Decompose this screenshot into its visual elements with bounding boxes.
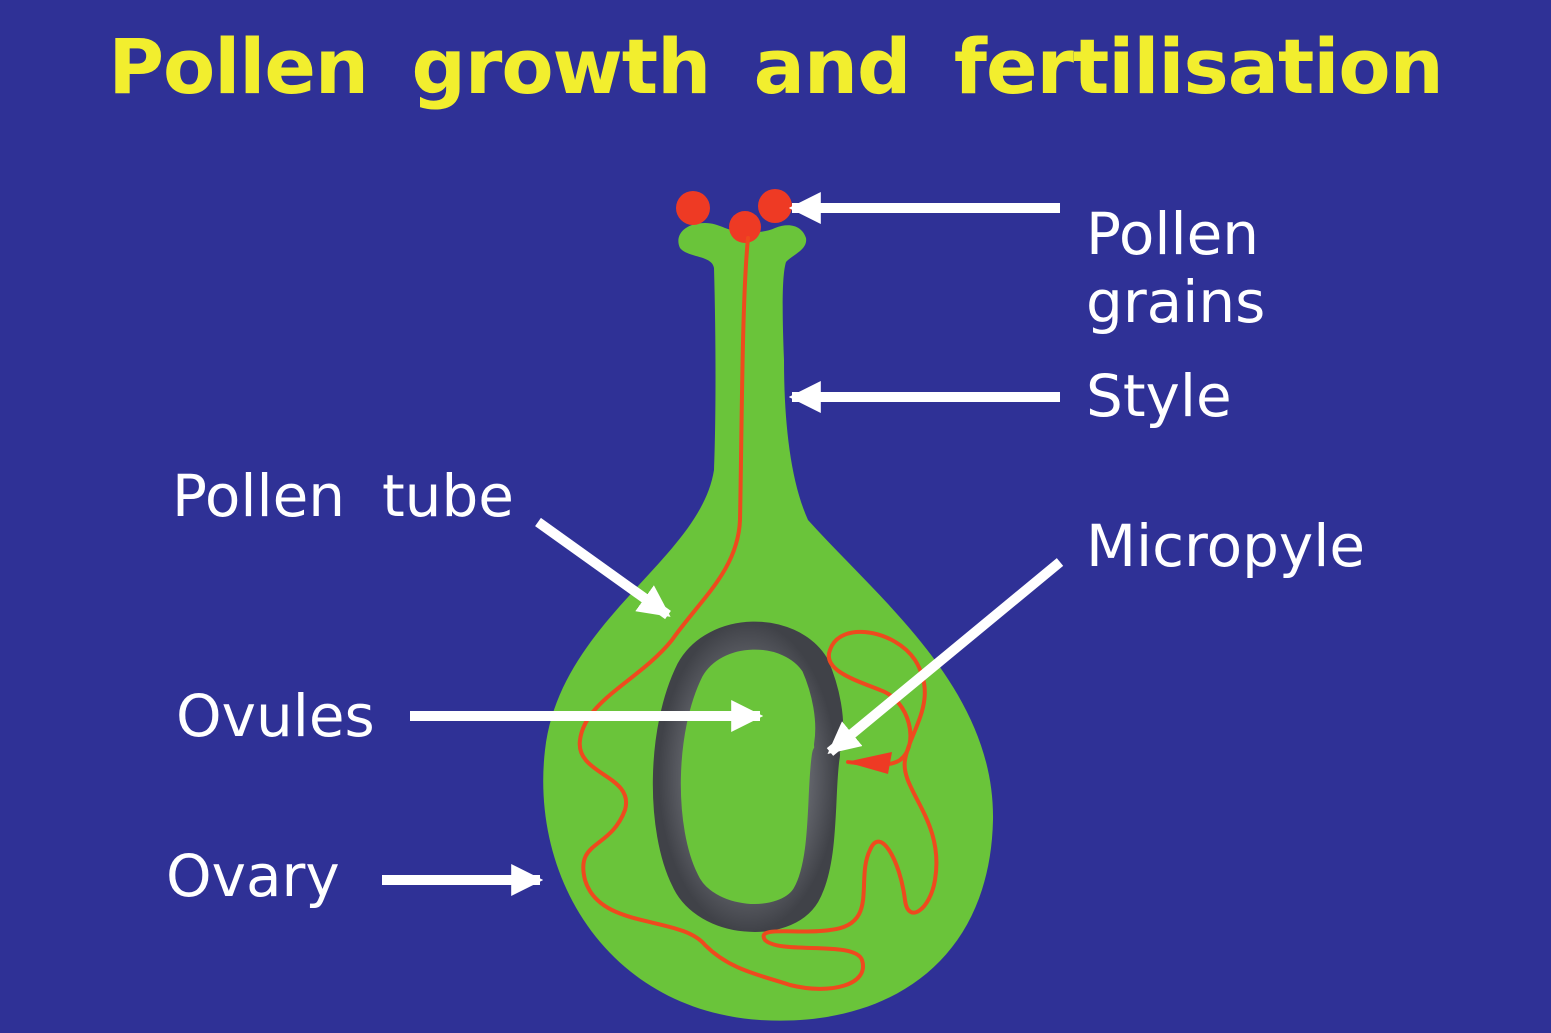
- ovule-shape: [652, 621, 844, 932]
- pollen-tube-tip-arrow: [846, 752, 892, 774]
- label-micropyle: Micropyle: [1086, 512, 1366, 580]
- pollen-tube-arrow: [535, 517, 671, 620]
- label-pollen-grains-line1: Pollen: [1086, 200, 1260, 268]
- pollen-grain-3: [758, 189, 792, 223]
- pollen-grain-2: [729, 211, 761, 243]
- label-style: Style: [1086, 362, 1232, 430]
- diagram-title: Pollen growth and fertilisation: [108, 22, 1443, 111]
- label-ovary: Ovary: [166, 842, 340, 910]
- label-ovules: Ovules: [176, 682, 375, 750]
- label-pollen-tube: Pollen tube: [172, 462, 514, 530]
- pollen-tube-line: [577, 236, 939, 991]
- micropyle-arrow: [826, 558, 1064, 756]
- label-pollen-grains-line2: grains: [1086, 268, 1266, 336]
- label-pollen-grains: Pollen grains: [1086, 200, 1265, 336]
- pollen-grain-1: [676, 191, 710, 225]
